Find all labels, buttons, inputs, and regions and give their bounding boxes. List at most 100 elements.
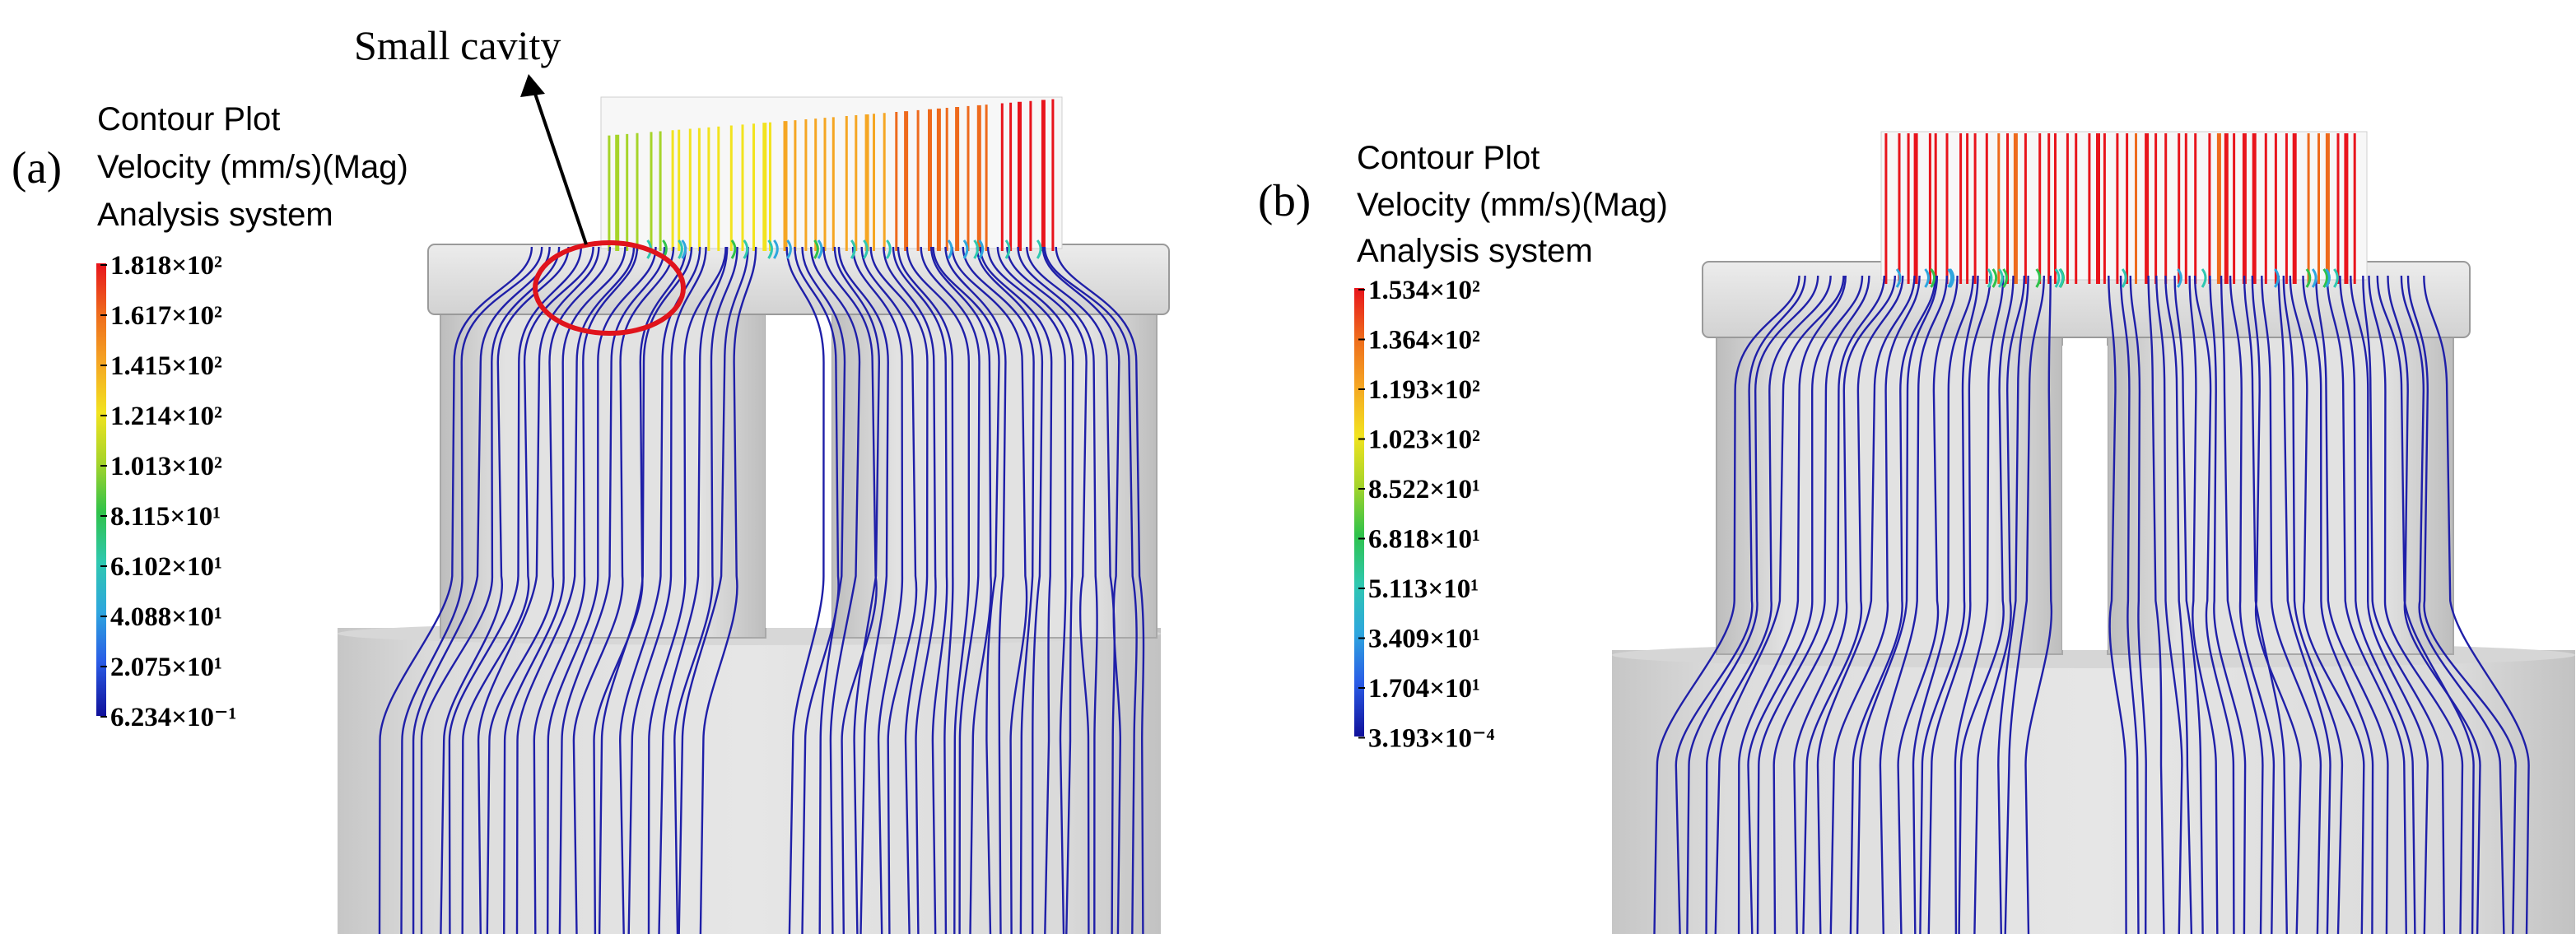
scale-ticks-a: 1.818×10²1.617×10²1.415×10²1.214×10²1.01… (100, 251, 236, 732)
inlet-jet (2274, 268, 2280, 288)
streamline (810, 246, 861, 934)
color-bar-a (96, 263, 106, 716)
streamline (2261, 275, 2322, 934)
streamline (658, 246, 729, 934)
inlet-jet (2058, 268, 2065, 288)
inlet-jet (773, 239, 779, 259)
streamline (2188, 275, 2219, 934)
streamline (1737, 275, 1847, 934)
small-cavity-marker (533, 240, 686, 336)
streamline (2251, 275, 2302, 934)
panel-b: (b) Contour Plot Velocity (mm/s)(Mag) An… (1258, 131, 2575, 934)
streamline (932, 246, 1000, 934)
inlet-jet (1895, 268, 1902, 288)
streamline (2423, 275, 2530, 934)
inlet-jet (1924, 268, 1930, 288)
inlet-jet (813, 239, 819, 259)
streamline (547, 246, 657, 934)
panel-a: Small cavity (a) Contour Plot Velocity (… (12, 22, 1170, 934)
streamline (1017, 246, 1098, 934)
inlet-jet (973, 239, 979, 259)
streamline (2282, 275, 2344, 934)
scale-tick-label: 4.088×10¹ (110, 602, 222, 632)
scale-tick-label: 1.364×10² (1368, 326, 1480, 355)
streamline (883, 246, 937, 934)
streamline (2350, 275, 2429, 934)
streamline (1653, 275, 1800, 934)
inlet-jet (1997, 268, 2004, 288)
streamline (400, 246, 543, 934)
streamlines-a (378, 239, 1145, 934)
color-scale-b: 1.534×10²1.364×10²1.193×10²1.023×10²8.52… (1354, 276, 1494, 754)
scale-tick-label: 1.617×10² (110, 301, 222, 331)
inlet-jet (681, 239, 687, 259)
streamline (2129, 275, 2147, 934)
scale-tick-label: 6.102×10¹ (110, 552, 222, 582)
streamline (851, 246, 904, 934)
scale-tick-label: 1.415×10² (110, 351, 222, 381)
streamline (2209, 275, 2247, 934)
streamline (2164, 275, 2193, 934)
streamline (2108, 275, 2127, 934)
streamline (1829, 275, 1921, 934)
gap-b (2062, 346, 2108, 650)
scale-tick-label: 1.193×10² (1368, 375, 1480, 405)
streamline (1772, 275, 1885, 934)
inlet-jet (730, 239, 737, 259)
inlet-jet (962, 239, 969, 259)
gap-a (766, 313, 831, 628)
streamline (1958, 275, 2015, 934)
color-bar-b (1354, 288, 1364, 737)
legend-title-line1-b: Contour Plot (1357, 140, 1540, 176)
streamline (1055, 246, 1145, 934)
inlet-jet (2054, 268, 2061, 288)
inlet-jet (2325, 268, 2331, 288)
streamline (598, 246, 693, 934)
streamline (618, 246, 701, 934)
inlet-jet (1987, 268, 1993, 288)
inlet-lines-b (1884, 133, 2356, 284)
panel-label-b: (b) (1258, 175, 1311, 225)
streamline (572, 246, 675, 934)
inlet-jet (2305, 268, 2312, 288)
streamline (976, 246, 1044, 934)
inlet-jet (2177, 268, 2182, 288)
streamline (1026, 246, 1116, 934)
streamline (1686, 275, 1819, 934)
streamline (1973, 275, 2025, 934)
scale-tick-label: 5.113×10¹ (1368, 574, 1479, 604)
streamline (979, 246, 1053, 934)
streamline (1879, 275, 1948, 934)
streamline (2326, 275, 2407, 934)
scale-ticks-b: 1.534×10²1.364×10²1.193×10²1.023×10²8.52… (1358, 276, 1494, 754)
streamline (869, 246, 929, 934)
streamline (906, 246, 971, 934)
scale-tick-label: 1.818×10² (110, 251, 222, 281)
streamline (440, 246, 570, 934)
streamline (1756, 275, 1870, 934)
inlet-jet (947, 239, 953, 259)
inlet-jet (786, 239, 792, 259)
color-scale-a: 1.818×10²1.617×10²1.415×10²1.214×10²1.01… (96, 251, 236, 732)
small-cavity-label: Small cavity (354, 22, 561, 68)
streamlines-b (1653, 268, 2530, 934)
streamline (1043, 246, 1138, 934)
streamline (486, 246, 612, 934)
streamline (420, 246, 561, 934)
streamline (2147, 275, 2165, 934)
streamline (2289, 275, 2365, 934)
streamline (1816, 275, 1916, 934)
streamline (515, 246, 636, 934)
streamline (897, 246, 954, 934)
streamline (503, 246, 627, 934)
streamline (951, 246, 1028, 934)
inlet-jet (2002, 268, 2008, 288)
streamline (1927, 275, 1991, 934)
scale-tick-label: 3.193×10⁻⁴ (1368, 724, 1494, 754)
streamline (558, 246, 666, 934)
streamline (378, 246, 533, 934)
streamline (1849, 275, 1936, 934)
streamline (1912, 275, 1974, 934)
streamline (673, 246, 738, 934)
